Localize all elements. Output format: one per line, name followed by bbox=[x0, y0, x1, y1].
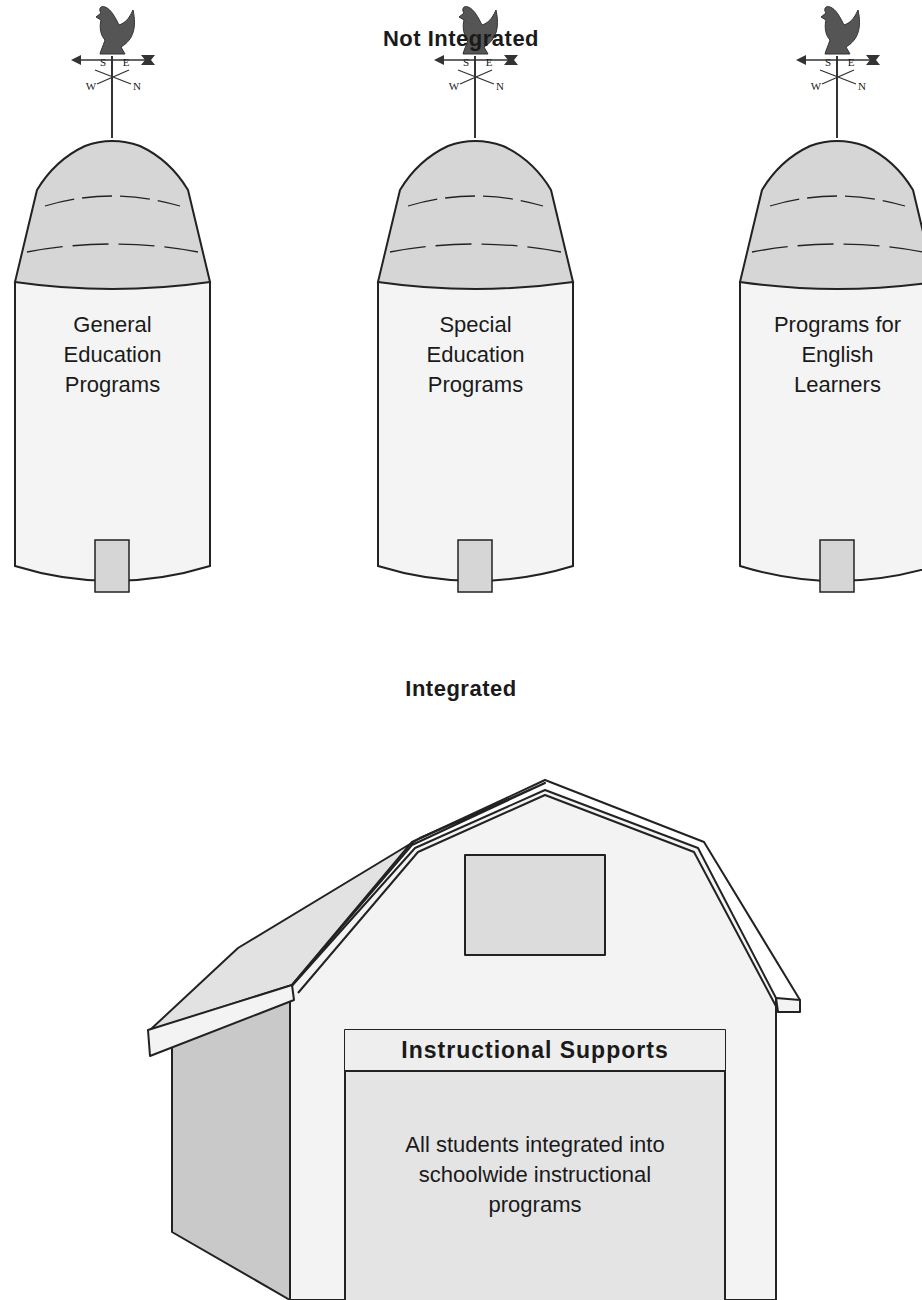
silo-drawing bbox=[740, 6, 922, 592]
compass-letter: N bbox=[133, 80, 141, 92]
compass-letter: E bbox=[486, 56, 493, 68]
silo-label: Programs for English Learners bbox=[763, 282, 913, 400]
silo-label: Special Education Programs bbox=[401, 282, 551, 400]
silo-drawing bbox=[15, 6, 210, 592]
compass-letter: E bbox=[848, 56, 855, 68]
barn-drawing bbox=[148, 780, 800, 1300]
section-heading: Not Integrated bbox=[383, 26, 539, 52]
sign-text: Instructional Supports bbox=[345, 1030, 725, 1072]
silo-label: General Education Programs bbox=[38, 282, 188, 400]
barn-door: Instructional SupportsAll students integ… bbox=[345, 1030, 725, 1300]
silo-box: General Education Programs bbox=[15, 282, 210, 537]
door-text: All students integrated into schoolwide … bbox=[393, 1130, 678, 1220]
compass-letter: N bbox=[858, 80, 866, 92]
compass-letter: S bbox=[825, 56, 831, 68]
compass-letter: W bbox=[811, 80, 821, 92]
compass-letter: N bbox=[496, 80, 504, 92]
compass-letter: E bbox=[123, 56, 130, 68]
section-heading: Integrated bbox=[405, 676, 516, 702]
silo-box: Programs for English Learners bbox=[740, 282, 922, 537]
compass-letter: W bbox=[449, 80, 459, 92]
compass-letter: W bbox=[86, 80, 96, 92]
silo-box: Special Education Programs bbox=[378, 282, 573, 537]
compass-letter: S bbox=[100, 56, 106, 68]
silo-drawing bbox=[378, 6, 573, 592]
compass-letter: S bbox=[463, 56, 469, 68]
